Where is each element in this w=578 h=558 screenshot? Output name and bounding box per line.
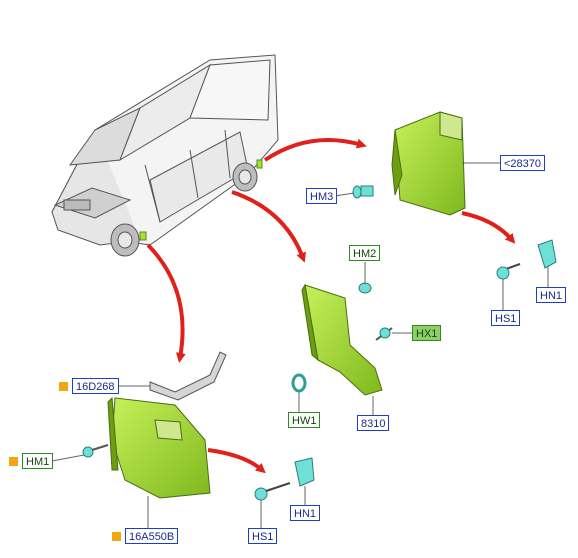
label-hs1-top[interactable]: HS1 (491, 310, 521, 326)
hw1-washer (291, 373, 307, 393)
van-illustration (51, 54, 279, 257)
arrows (146, 138, 516, 474)
arrow-to-bracket (231, 190, 306, 263)
hm1-fastener (82, 444, 109, 458)
top-fasteners (496, 239, 557, 280)
label-8310[interactable]: 8310 (357, 415, 390, 431)
label-16d268[interactable]: 16D268 (59, 378, 119, 394)
label-28370[interactable]: <28370 (500, 155, 546, 171)
hx1-fastener (375, 327, 393, 341)
label-hm2[interactable]: HM2 (349, 245, 381, 261)
label-hw1[interactable]: HW1 (288, 412, 321, 428)
label-16a550b[interactable]: 16A550B (111, 528, 179, 544)
arrow-to-top-fasteners (461, 211, 516, 244)
label-hm1[interactable]: HM1 (8, 453, 54, 469)
arrow-to-bottom-fasteners (207, 448, 266, 474)
label-hs1-bottom[interactable]: HS1 (248, 528, 278, 544)
label-hx1[interactable]: HX1 (412, 325, 442, 341)
label-hn1-bottom[interactable]: HN1 (290, 505, 321, 521)
label-hm3[interactable]: HM3 (306, 188, 338, 204)
bracket-16d268 (149, 351, 227, 401)
arrow-to-front-flap (146, 243, 186, 363)
label-hn1-top[interactable]: HN1 (536, 287, 567, 303)
front-mud-flap (107, 396, 211, 499)
bottom-fasteners (254, 457, 315, 501)
bracket-8310 (301, 283, 383, 396)
rear-mud-flap (391, 111, 466, 216)
arrow-to-rear-right-flap (263, 138, 367, 162)
hm2-fastener (358, 282, 372, 294)
hm3-fastener (352, 185, 374, 199)
